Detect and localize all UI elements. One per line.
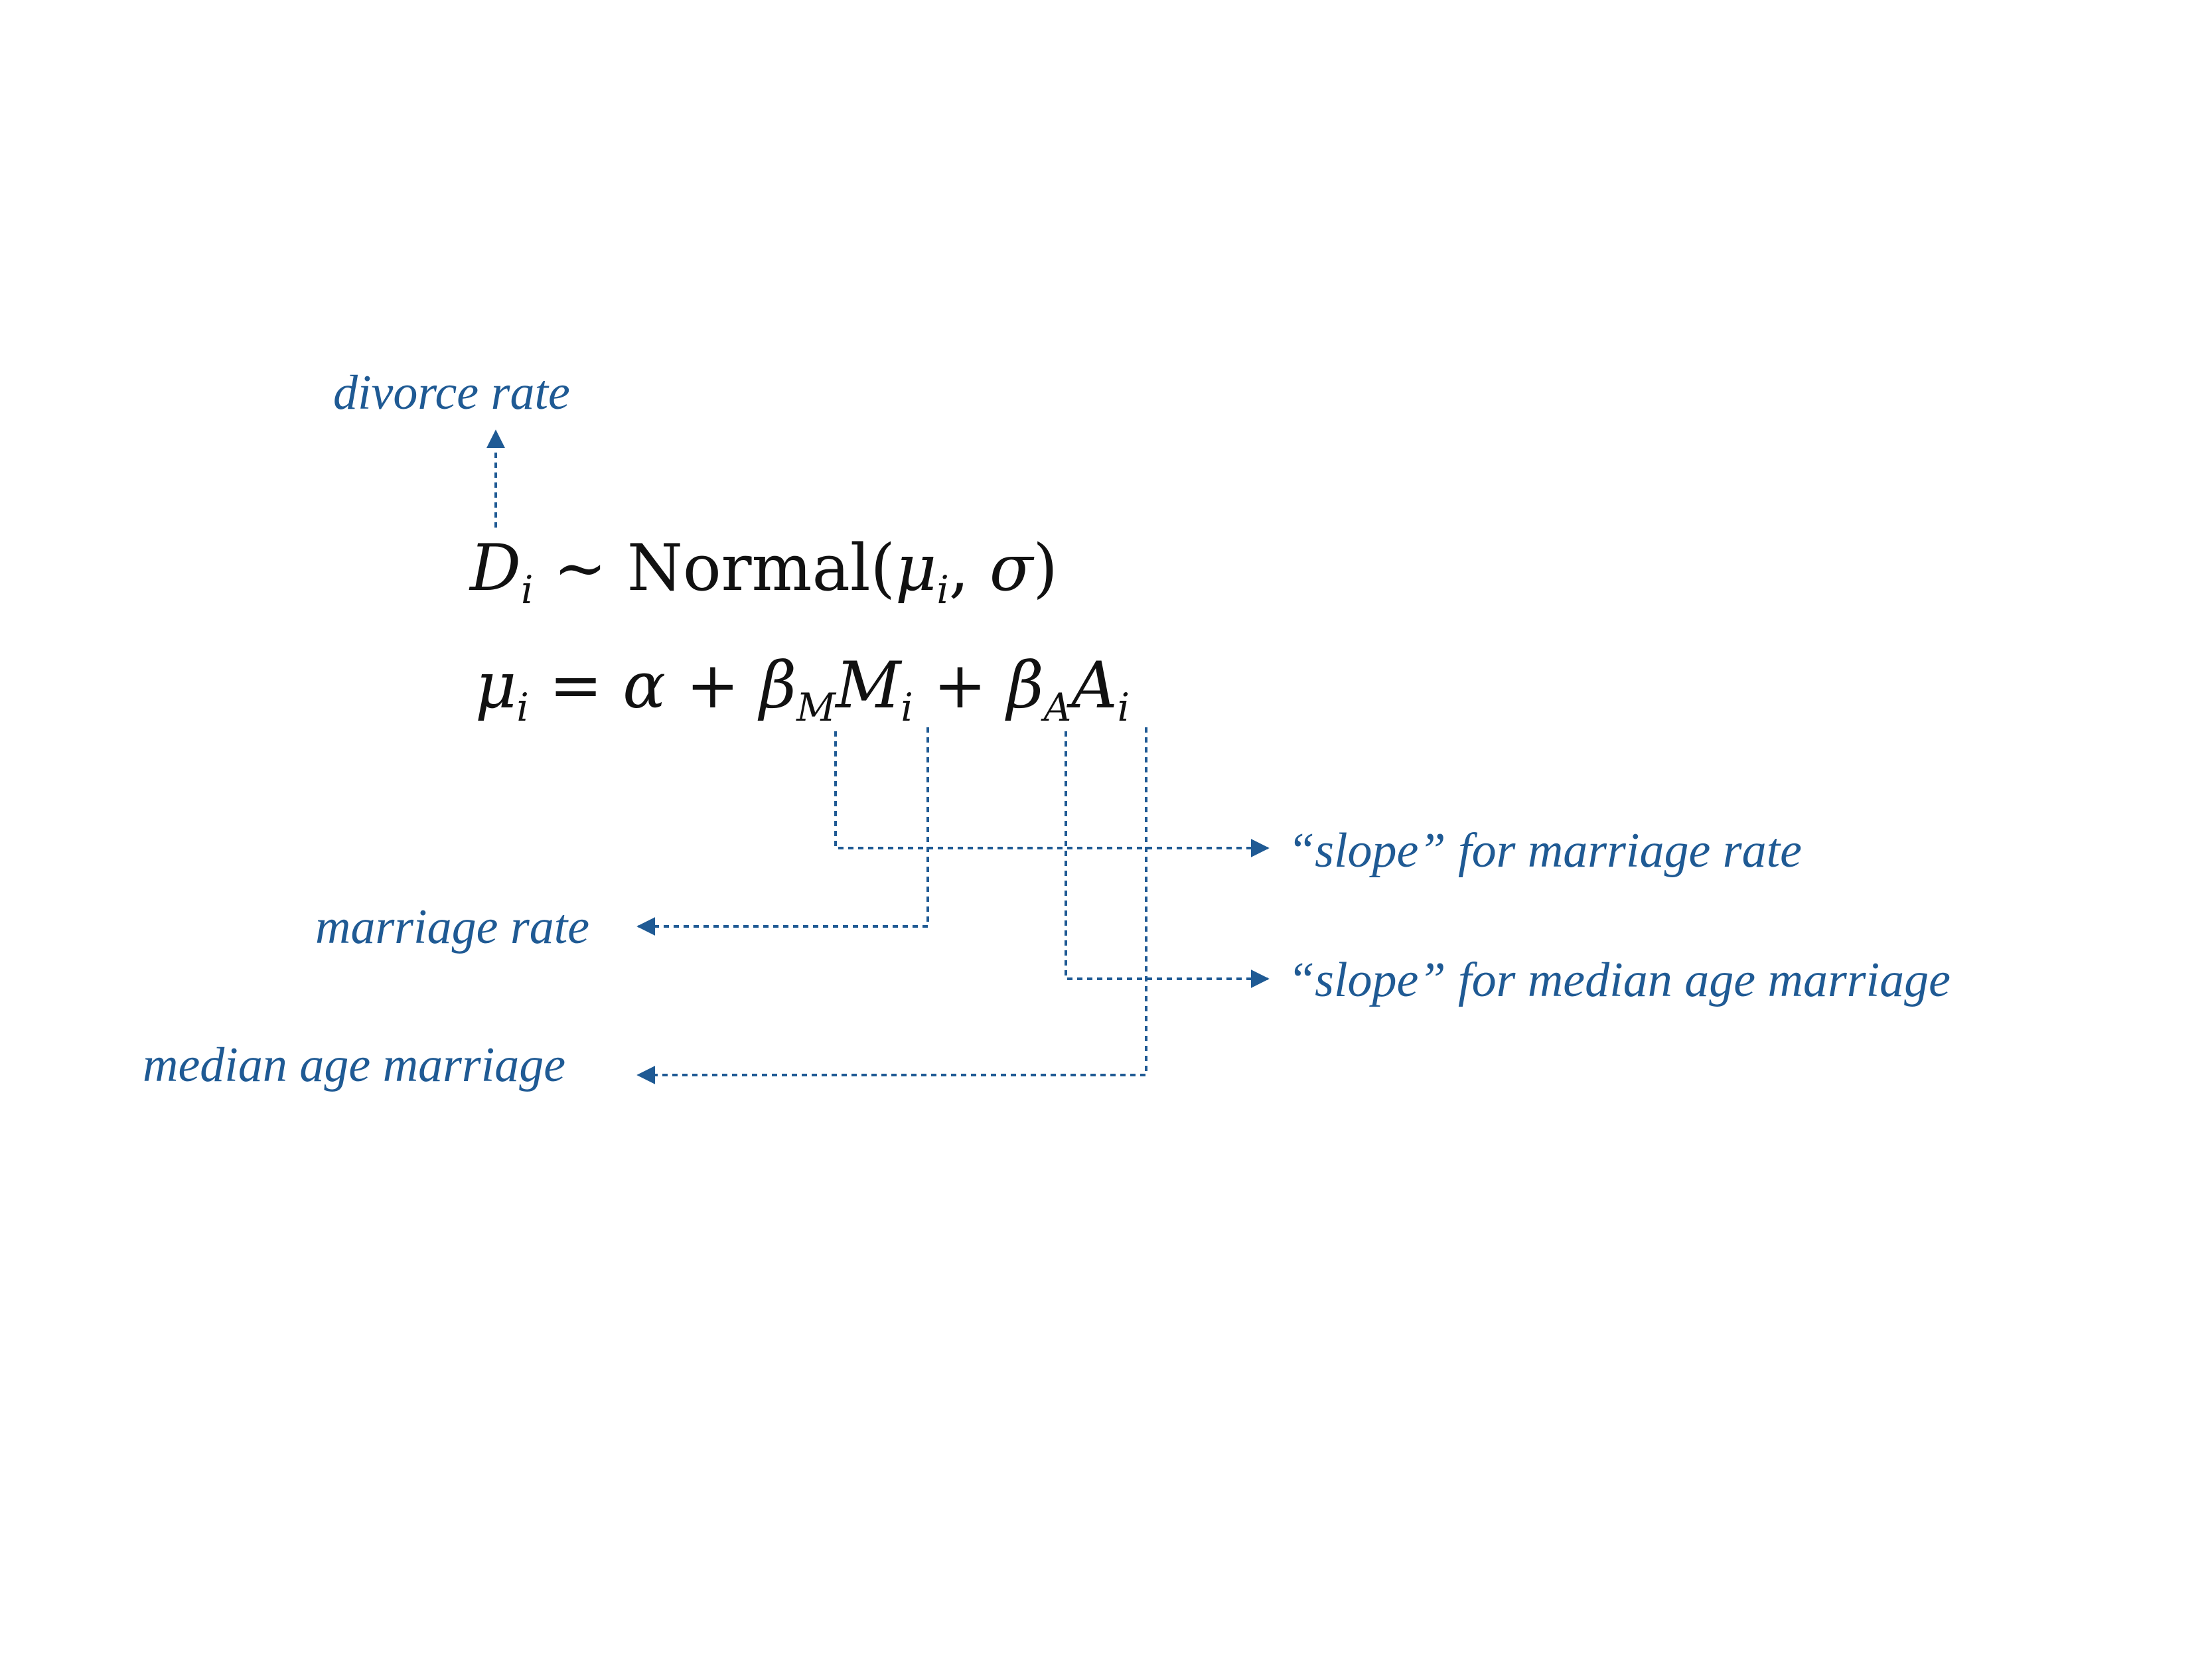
plus-operator: + (686, 648, 740, 723)
connector-beta-a (1065, 731, 1270, 988)
label-slope-marriage-rate: “slope” for marriage rate (1288, 824, 1803, 878)
equation-linear-model: μi = α + βMMi + βAAi (475, 654, 1130, 727)
connector-m (636, 727, 929, 936)
mu-symbol: μ (895, 531, 937, 605)
index-subscript: i (1117, 685, 1130, 731)
equation-likelihood: Di ∼ Normal(μi, σ) (470, 536, 1058, 609)
label-slope-median-age: “slope” for median age marriage (1288, 953, 1951, 1007)
normal-distribution: Normal (627, 531, 871, 605)
m-subscript: M (796, 685, 836, 731)
label-divorce-rate: divorce rate (333, 366, 570, 420)
age-symbol: A (1071, 648, 1118, 723)
tilde-operator: ∼ (553, 531, 607, 605)
marriage-symbol: M (836, 648, 901, 723)
comma: , (948, 531, 970, 605)
index-subscript: i (516, 685, 529, 731)
alpha-symbol: α (623, 648, 666, 723)
label-median-age-marriage: median age marriage (143, 1038, 566, 1092)
beta-m-symbol: β (759, 648, 797, 723)
connector-a (636, 727, 1147, 1084)
mu-symbol: μ (475, 648, 517, 723)
close-paren: ) (1033, 531, 1058, 605)
label-marriage-rate: marriage rate (315, 900, 590, 954)
connector-beta-m (834, 731, 1270, 857)
open-paren: ( (870, 531, 895, 605)
index-subscript: i (901, 685, 913, 731)
divorce-symbol: D (470, 531, 521, 605)
plus-operator: + (933, 648, 987, 723)
a-subscript: A (1043, 685, 1072, 731)
beta-a-symbol: β (1007, 648, 1044, 723)
equals-operator: = (549, 648, 603, 723)
index-subscript: i (520, 568, 534, 613)
sigma-symbol: σ (989, 531, 1033, 605)
index-subscript: i (936, 568, 949, 613)
